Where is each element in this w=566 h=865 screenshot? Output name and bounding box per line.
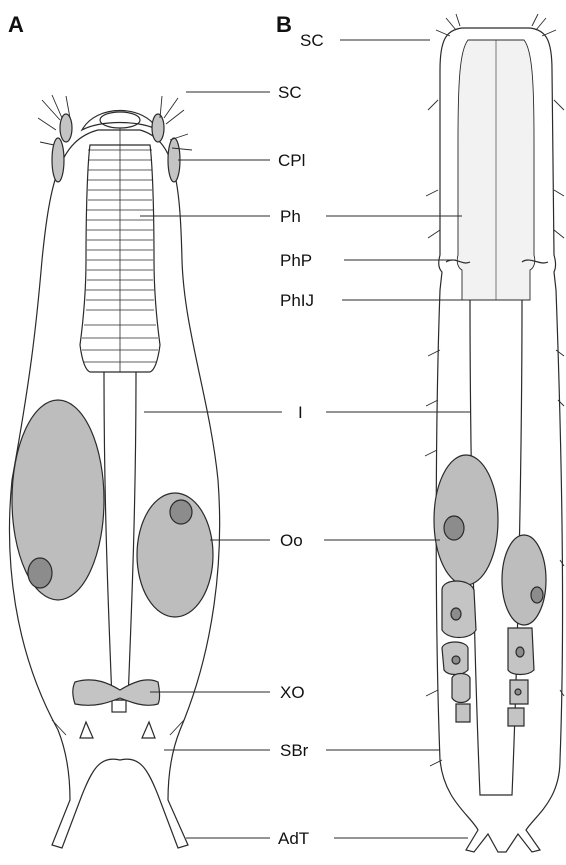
- panel-a-oocyte-left: [12, 400, 104, 600]
- panel-a-oocyte-right-nucleus: [170, 500, 192, 524]
- panel-a-small-brain-left: [80, 722, 93, 738]
- label-sbr: SBr: [280, 741, 309, 760]
- panel-b-oocyte-large-nucleus: [444, 516, 464, 540]
- panel-a-small-brain-right: [142, 722, 155, 738]
- label-php: PhP: [280, 251, 312, 270]
- panel-a-mouth: [100, 112, 140, 128]
- panel-b-drawing: [425, 14, 564, 852]
- label-phij: PhIJ: [280, 291, 314, 310]
- label-oo: Oo: [280, 531, 303, 550]
- panel-a-cephalic-plates: [52, 114, 180, 182]
- panel-a-drawing: [9, 95, 219, 848]
- label-sc-b: SC: [300, 31, 324, 50]
- label-i: I: [298, 403, 303, 422]
- panel-b-oocyte-right: [502, 535, 546, 625]
- panel-a-mouth-cap: [82, 111, 158, 131]
- panel-a-intestine: [104, 372, 136, 700]
- label-adt: AdT: [278, 829, 309, 848]
- panel-b-oocyte-large: [434, 455, 498, 585]
- panel-letter-b: B: [276, 12, 292, 37]
- panel-a-anus: [112, 700, 126, 712]
- label-sc-a: SC: [278, 83, 302, 102]
- label-cpl: CPl: [278, 151, 305, 170]
- panel-a-x-organ: [73, 680, 160, 705]
- panel-letter-a: A: [8, 12, 24, 37]
- label-ph: Ph: [280, 207, 301, 226]
- panel-b-oocyte-right-nucleus: [531, 587, 543, 603]
- label-xo: XO: [280, 683, 305, 702]
- panel-a-oocyte-left-nucleus: [28, 558, 52, 588]
